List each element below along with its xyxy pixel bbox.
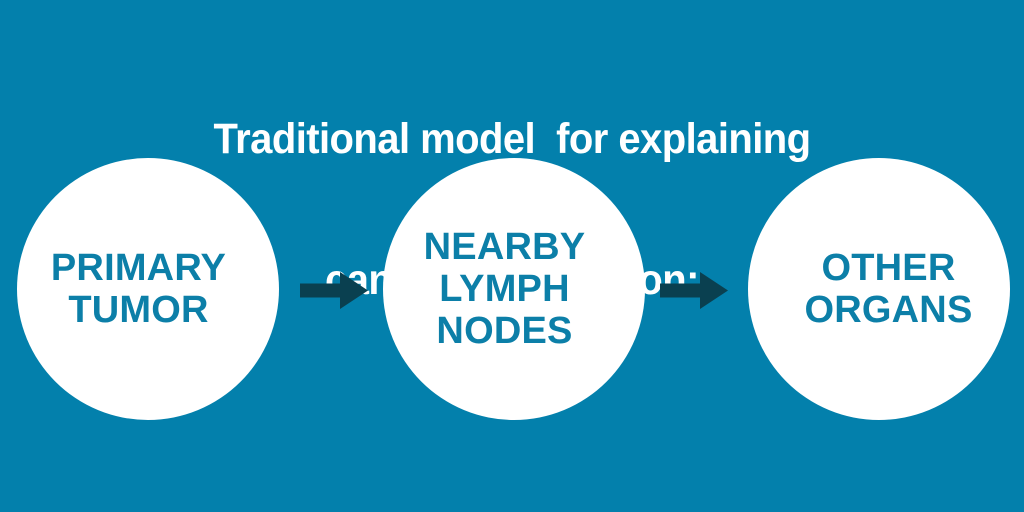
arrow-right-icon [660, 272, 728, 309]
flow-node-nearby-lymph-nodes: NEARBY LYMPH NODES [383, 158, 645, 420]
flow-diagram: PRIMARY TUMOR NEARBY LYMPH NODES OTHER O… [0, 158, 1024, 420]
arrow-right-icon [300, 272, 368, 309]
flow-node-other-organs: OTHER ORGANS [748, 158, 1010, 420]
flow-node-label: OTHER ORGANS [804, 247, 973, 331]
page-title-line-1: Traditional model for explaining [213, 115, 811, 163]
flow-node-label: NEARBY LYMPH NODES [423, 226, 586, 352]
flow-node-label: PRIMARY TUMOR [50, 247, 227, 331]
flow-node-primary-tumor: PRIMARY TUMOR [17, 158, 279, 420]
